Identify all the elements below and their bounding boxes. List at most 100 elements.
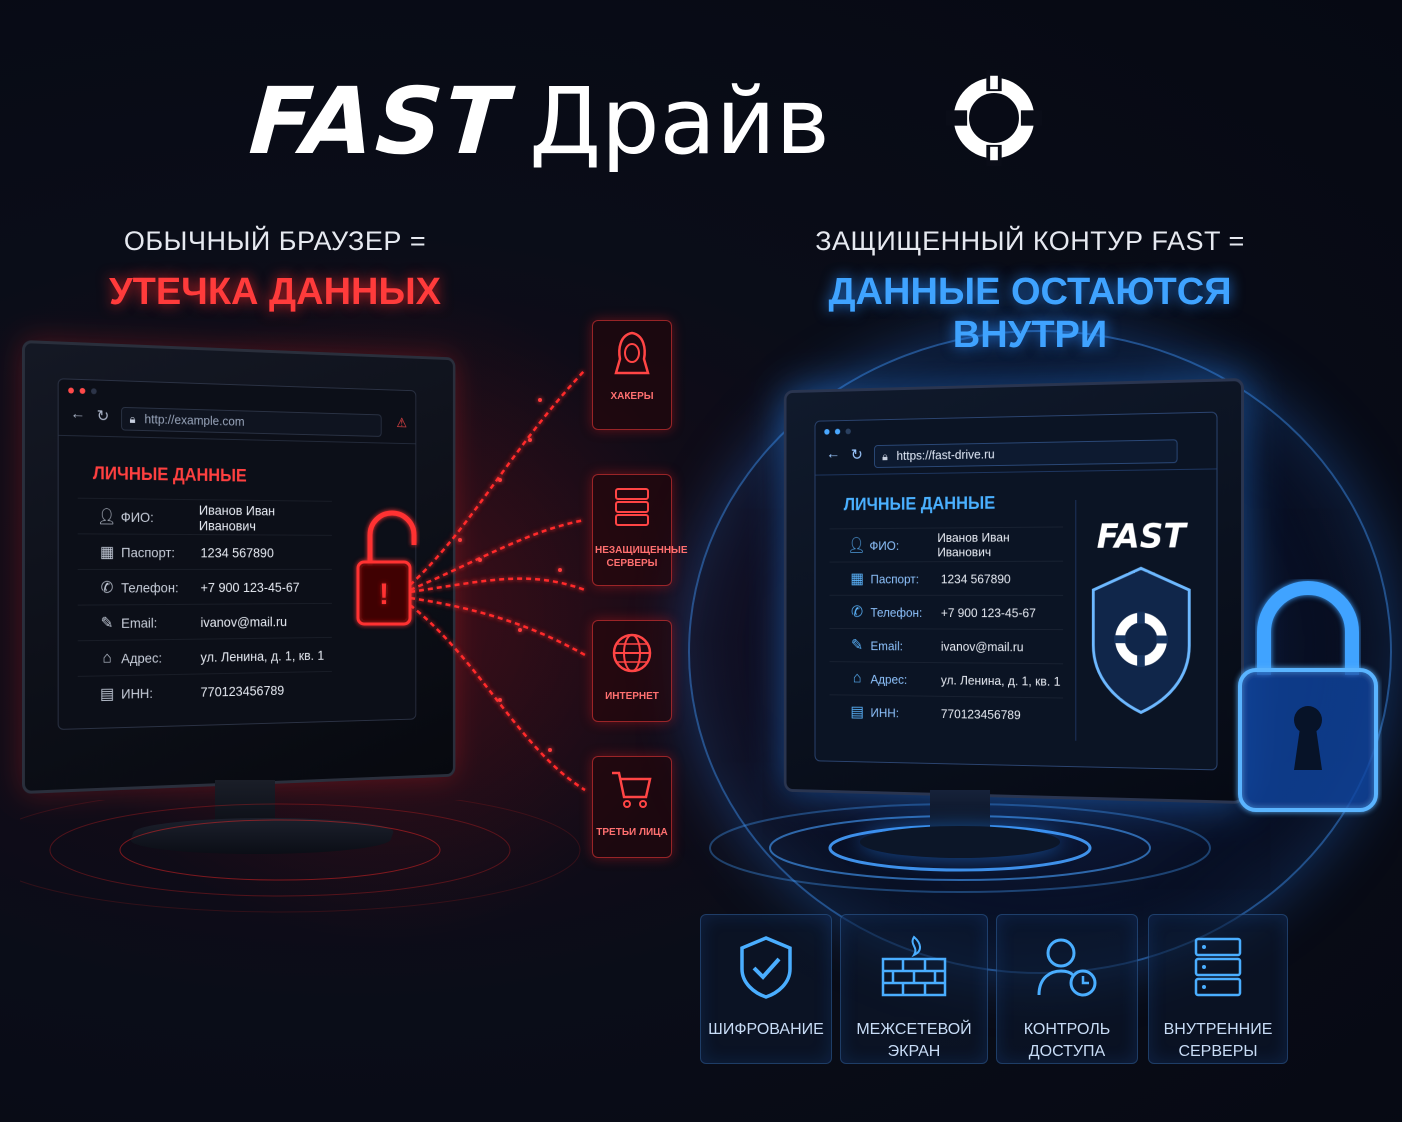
row-value: 1234 567890 [200,544,274,560]
feature-label: КОНТРОЛЬ ДОСТУПА [1023,1021,1111,1060]
user-clock-icon [997,935,1137,999]
reload-icon[interactable]: ↻ [850,447,863,464]
feature-label: МЕЖСЕТЕВОЙ ЭКРАН [856,1021,972,1060]
table-row: ▤ИНН:770123456789 [829,694,1064,732]
inn-icon: ▤ [99,685,115,703]
left-card-title: ЛИЧНЫЕ ДАННЫЕ [92,463,247,486]
right-monitor-stand [930,790,990,830]
table-row: ▦ Паспорт: 1234 567890 [829,560,1064,595]
brand-header: FAST Драйв [246,68,830,175]
table-row: ✆ Телефон: +7 900 123-45-67 [829,594,1064,630]
row-label: ИНН: [870,704,899,720]
phone-icon: ✆ [851,604,864,621]
back-arrow-icon[interactable]: ← [70,405,86,423]
right-heading: ЗАЩИЩЕННЫЙ КОНТУР FAST = [815,226,1245,256]
right-url-bar[interactable]: 🔒︎ https://fast-drive.ru [874,439,1178,469]
threat-label: ХАКЕРЫ [610,391,654,402]
row-label: Адрес: [121,649,162,666]
left-heading: ОБЫЧНЫЙ БРАУЗЕР = [123,226,427,256]
row-value: 1234 567890 [940,571,1011,586]
feature-firewall: МЕЖСЕТЕВОЙ ЭКРАН [840,914,988,1064]
inn-icon: ▤ [850,704,864,721]
left-personal-data-card: ЛИЧНЫЕ ДАННЫЕ 👤︎ФИО: Иванов Иван Иванович… [77,455,332,712]
feature-encryption: ШИФРОВАНИЕ [700,914,832,1064]
server-icon [593,485,671,538]
lock-icon: 🔒︎ [129,412,136,426]
brand-ring-logo-icon [946,70,1042,166]
brand-drive: Драйв [529,68,830,175]
home-icon: ⌂ [102,649,112,667]
window-controls [68,387,97,395]
window-controls [824,428,851,435]
threat-label: НЕЗАЩИЩЕННЫЕ СЕРВЕРЫ [595,545,688,569]
threat-internet: ИНТЕРНЕТ [592,620,672,722]
cart-icon [593,767,671,820]
row-value: +7 900 123-45-67 [200,578,300,595]
firewall-icon [841,935,987,999]
threat-hackers: ХАКЕРЫ [592,320,672,430]
row-value: Иванов Иван Иванович [937,529,1010,560]
row-value: 770123456789 [200,681,285,700]
left-monitor-stand [215,780,275,824]
table-row: ▤ ИНН: 770123456789 [77,670,332,712]
threat-label: ТРЕТЬИ ЛИЦА [596,827,668,838]
left-url-text: http://example.com [144,411,245,429]
row-label: ФИО: [869,537,900,553]
shield-check-icon [701,935,831,999]
row-value: ivanov@mail.ru [200,613,288,630]
user-icon: 👤︎ [847,537,866,554]
feature-access-control: КОНТРОЛЬ ДОСТУПА [996,914,1138,1064]
reload-icon[interactable]: ↻ [96,408,110,426]
fast-protection-panel: FAST [1075,498,1207,744]
lock-icon: 🔒︎ [882,449,888,464]
row-label: ФИО: [120,508,154,525]
email-icon: ✎ [851,637,864,654]
row-label: ИНН: [121,684,153,702]
fast-panel-logo: FAST [1096,516,1186,557]
passport-icon: ▦ [850,571,864,588]
server-icon [1149,935,1287,999]
back-arrow-icon[interactable]: ← [826,445,841,463]
row-value: ул. Ленина, д. 1, кв. 1 [200,646,325,665]
table-row: ✎Email:ivanov@mail.ru [829,627,1064,664]
phone-icon: ✆ [100,579,114,597]
right-personal-data-card: ЛИЧНЫЕ ДАННЫЕ 👤︎ФИО:Иванов Иван Иванович… [829,484,1064,732]
svg-text:!: ! [379,578,389,611]
row-label: Email: [121,614,158,631]
threat-label: ИНТЕРНЕТ [605,691,659,702]
right-browser-toolbar: ← ↻ 🔒︎ https://fast-drive.ru [815,412,1217,476]
right-heading-block: ЗАЩИЩЕННЫЙ КОНТУР FAST = ДАННЫЕ ОСТАЮТСЯ… [760,226,1300,357]
data-leak-streams: ! [356,369,586,792]
threat-servers: НЕЗАЩИЩЕННЫЕ СЕРВЕРЫ [592,474,688,586]
table-row: ✎Email:ivanov@mail.ru [77,602,332,641]
right-subheading: ДАННЫЕ ОСТАЮТСЯ ВНУТРИ [828,271,1232,356]
table-row: ✆ Телефон: +7 900 123-45-67 [77,568,332,605]
shield-icon [1076,556,1206,725]
table-row: ▦Паспорт:1234 567890 [77,533,332,569]
right-browser-window: ← ↻ 🔒︎ https://fast-drive.ru ЛИЧНЫЕ ДАНН… [814,411,1218,771]
right-url-text: https://fast-drive.ru [896,446,995,463]
table-row: 👤︎ФИО: Иванов Иван Иванович [829,526,1064,562]
left-subheading: УТЕЧКА ДАННЫХ [108,271,442,313]
left-url-bar[interactable]: 🔒︎ http://example.com [121,406,382,437]
row-value: Иванов Иван Иванович [198,501,276,533]
hacker-icon [593,331,671,384]
table-row: ⌂Адрес:ул. Ленина, д. 1, кв. 1 [829,661,1064,698]
row-label: Паспорт: [870,571,919,586]
table-row: ⌂ Адрес: ул. Ленина, д. 1, кв. 1 [77,636,332,676]
user-icon: 👤︎ [97,508,117,526]
row-label: Телефон: [121,579,179,595]
row-value: +7 900 123-45-67 [940,604,1036,620]
home-icon: ⌂ [852,669,862,687]
row-label: Email: [870,638,903,653]
row-value: ул. Ленина, д. 1, кв. 1 [940,672,1061,689]
brand-fast: FAST [246,68,513,175]
feature-label: ШИФРОВАНИЕ [708,1021,824,1038]
right-monitor: ← ↻ 🔒︎ https://fast-drive.ru ЛИЧНЫЕ ДАНН… [783,378,1244,804]
row-label: Паспорт: [121,543,175,560]
left-heading-block: ОБЫЧНЫЙ БРАУЗЕР = УТЕЧКА ДАННЫХ [60,226,490,314]
red-floor-rings [20,800,581,913]
globe-icon [593,631,671,684]
feature-internal-servers: ВНУТРЕННИЕ СЕРВЕРЫ [1148,914,1288,1064]
row-label: Телефон: [870,604,923,620]
